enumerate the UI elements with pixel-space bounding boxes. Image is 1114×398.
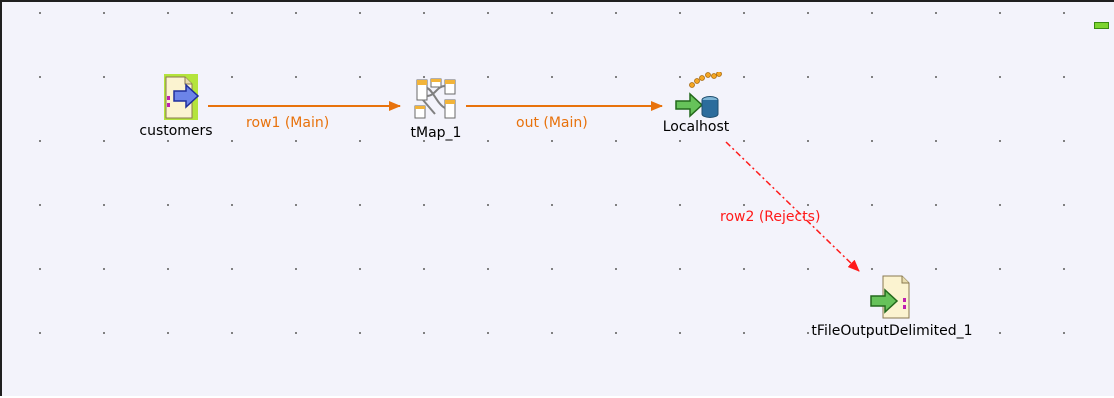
component-label: Localhost <box>662 119 730 135</box>
component-label: tFileOutputDelimited_1 <box>811 323 973 339</box>
component-customers[interactable]: customers <box>126 74 226 140</box>
component-label: customers <box>139 123 213 139</box>
link-label-row1[interactable]: row1 (Main) <box>246 115 330 131</box>
link-label-out[interactable]: out (Main) <box>516 115 588 131</box>
link-label-row2[interactable]: row2 (Rejects) <box>720 209 821 225</box>
database-output-icon <box>675 72 722 118</box>
component-tmap[interactable]: tMap_1 <box>386 76 486 142</box>
component-localhost[interactable]: Localhost <box>646 72 746 136</box>
component-label: tMap_1 <box>410 125 462 141</box>
link-row2[interactable] <box>725 141 860 272</box>
file-input-icon <box>164 74 199 120</box>
file-output-icon <box>870 275 910 319</box>
minimize-button[interactable] <box>1094 22 1109 29</box>
component-tfileoutputdelimited[interactable]: tFileOutputDelimited_1 <box>772 274 1012 340</box>
tmap-icon <box>414 78 456 119</box>
